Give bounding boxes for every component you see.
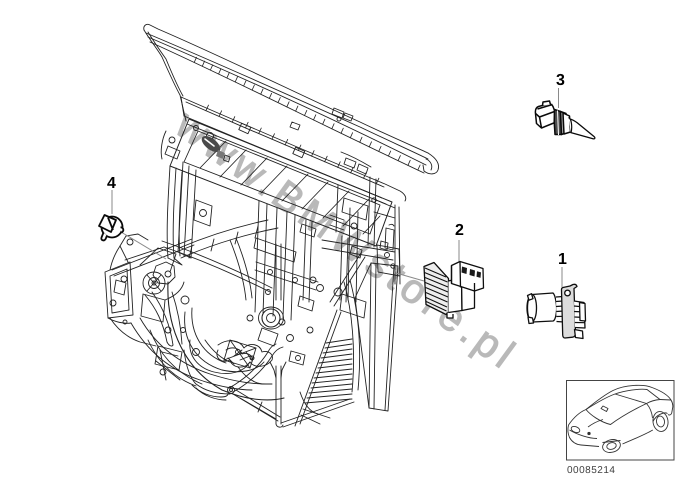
svg-text:1: 1 [558,251,567,268]
svg-text:2: 2 [455,222,464,239]
svg-text:4: 4 [107,175,116,192]
svg-text:3: 3 [556,72,565,89]
svg-text:00085214: 00085214 [567,465,616,476]
